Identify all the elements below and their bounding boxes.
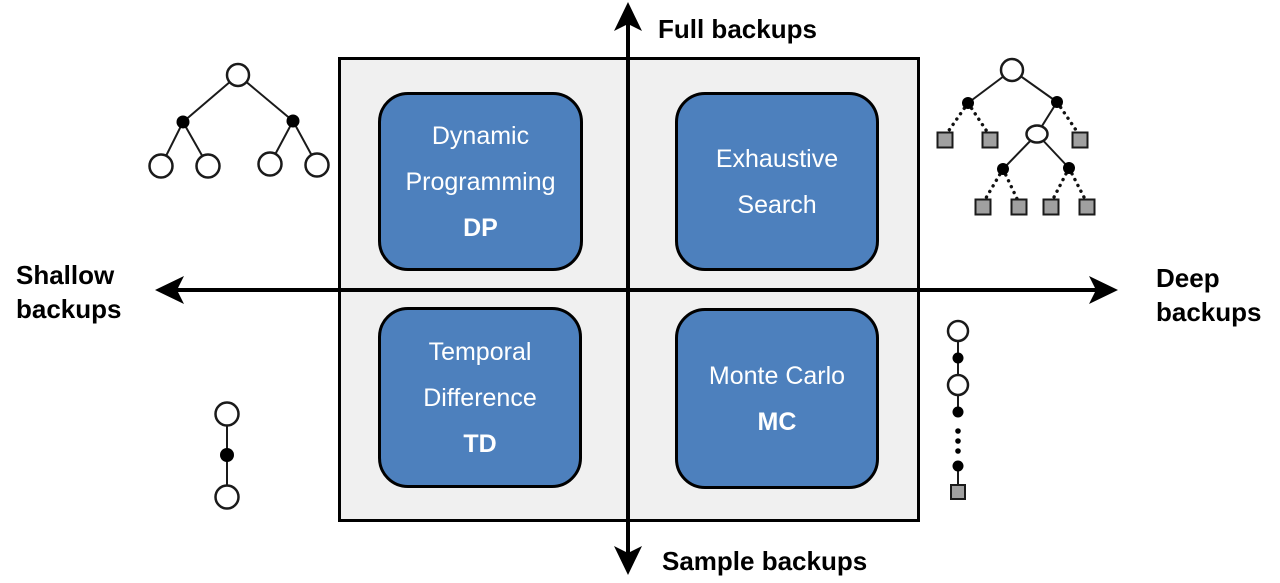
deep-backups-label-line: backups (1156, 297, 1262, 327)
ellipsis-dot (955, 438, 961, 444)
action-node (1063, 162, 1075, 174)
state-node (304, 152, 330, 178)
dp-backup-tree-icon (148, 62, 330, 179)
arrow-down-icon (614, 546, 642, 575)
state-node (999, 57, 1025, 83)
quadrant-name-line: Difference (423, 383, 537, 412)
exhaustive-search-backup-tree-icon (936, 57, 1096, 216)
deep-backups-label-line: Deep (1156, 263, 1220, 293)
state-node (148, 153, 174, 179)
quadrant-name-line: Dynamic (431, 121, 530, 150)
terminal-node (1071, 131, 1089, 149)
ellipsis-dot (955, 428, 961, 434)
deep-backups-label: Deep backups (1156, 261, 1262, 329)
action-node (952, 406, 964, 418)
arrow-right-icon (1089, 276, 1118, 304)
action-node (952, 460, 964, 472)
action-node (176, 115, 190, 129)
quadrant-abbreviation: DP (463, 213, 498, 242)
state-node (946, 373, 970, 397)
terminal-node (950, 484, 966, 500)
state-node (195, 153, 221, 179)
sample-backups-label: Sample backups (662, 546, 868, 576)
action-node (962, 97, 974, 109)
quadrant-name-line: Search (737, 190, 817, 219)
terminal-node (936, 131, 954, 149)
action-node (1051, 96, 1063, 108)
quadrant-name-line: Programming (405, 167, 556, 196)
state-node (225, 62, 251, 88)
terminal-node (1010, 198, 1028, 216)
state-node (946, 319, 970, 343)
terminal-node (974, 198, 992, 216)
quadrant-abbreviation: MC (757, 407, 797, 436)
ellipsis-dot (955, 448, 961, 454)
state-node (1025, 124, 1049, 144)
state-node (257, 151, 283, 177)
quadrant-dynamic-programming: Dynamic Programming DP (378, 92, 583, 271)
shallow-backups-label-line: backups (16, 294, 122, 324)
quadrant-name-line: Monte Carlo (708, 361, 846, 390)
quadrant-temporal-difference: Temporal Difference TD (378, 307, 582, 488)
action-node (286, 114, 300, 128)
action-node (220, 448, 234, 462)
quadrant-abbreviation: TD (463, 429, 497, 458)
td-backup-chain-icon (214, 401, 240, 510)
action-node (997, 163, 1009, 175)
terminal-node (1042, 198, 1060, 216)
terminal-node (1078, 198, 1096, 216)
quadrant-monte-carlo: Monte Carlo MC (675, 308, 879, 489)
shallow-backups-label-line: Shallow (16, 260, 115, 290)
state-node (214, 401, 240, 427)
arrow-up-icon (614, 2, 642, 31)
arrow-left-icon (155, 276, 184, 304)
terminal-node (981, 131, 999, 149)
quadrant-name-line: Temporal (428, 337, 532, 366)
mc-backup-chain-icon (946, 319, 970, 500)
action-node (952, 352, 964, 364)
full-backups-label: Full backups (658, 14, 817, 44)
shallow-backups-label: Shallow backups (16, 258, 122, 326)
state-node (214, 484, 240, 510)
quadrant-name-line: Exhaustive (715, 144, 839, 173)
quadrant-exhaustive-search: Exhaustive Search (675, 92, 879, 271)
